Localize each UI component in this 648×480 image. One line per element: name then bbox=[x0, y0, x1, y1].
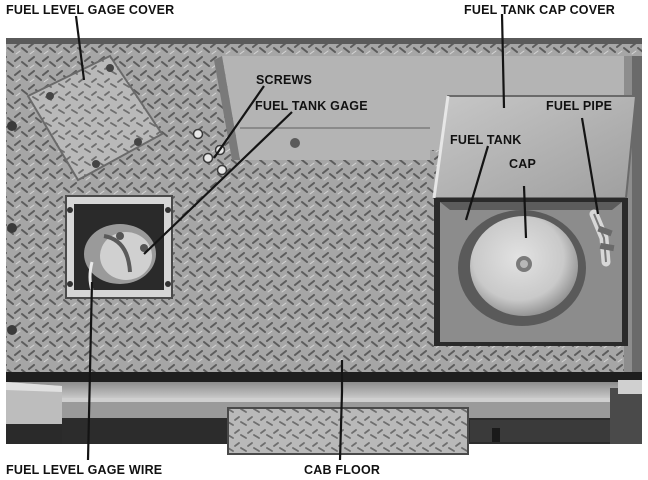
label-fuel-tank-cap-cover: FUEL TANK CAP COVER bbox=[464, 3, 615, 17]
leader-lines bbox=[74, 13, 600, 461]
fuel-tank-well bbox=[434, 198, 628, 346]
label-fuel-pipe: FUEL PIPE bbox=[546, 99, 612, 113]
step-plate bbox=[228, 408, 468, 454]
label-fuel-level-gage-cover: FUEL LEVEL GAGE COVER bbox=[6, 3, 174, 17]
labels: FUEL LEVEL GAGE COVER FUEL TANK CAP COVE… bbox=[6, 3, 615, 477]
label-fuel-level-gage-wire: FUEL LEVEL GAGE WIRE bbox=[6, 463, 162, 477]
label-fuel-tank-gage: FUEL TANK GAGE bbox=[255, 99, 368, 113]
label-screws: SCREWS bbox=[256, 73, 312, 87]
label-cab-floor: CAB FLOOR bbox=[304, 463, 380, 477]
fuel-tank-gage-opening bbox=[65, 195, 173, 299]
front-edge bbox=[6, 372, 642, 382]
panel-bolt bbox=[290, 138, 300, 148]
photo bbox=[6, 38, 642, 455]
label-cap: CAP bbox=[509, 157, 536, 171]
label-fuel-tank: FUEL TANK bbox=[450, 133, 521, 147]
